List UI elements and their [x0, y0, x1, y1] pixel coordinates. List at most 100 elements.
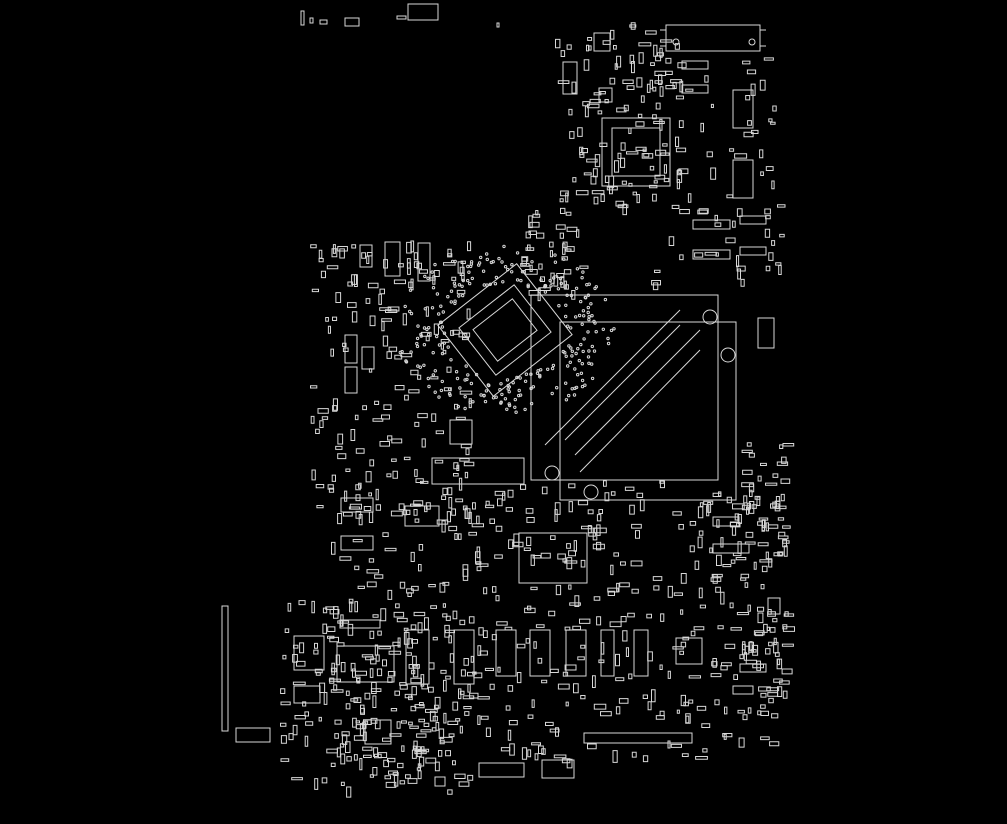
- dimm-slot-upper[interactable]: [733, 90, 753, 198]
- smd-pad: [414, 510, 417, 516]
- smd-pad: [629, 183, 632, 186]
- via: [570, 347, 572, 349]
- smd-pad: [595, 155, 599, 167]
- via: [506, 408, 508, 410]
- bottom-edge-connectors[interactable]: [435, 733, 692, 786]
- smd-pad: [695, 253, 703, 257]
- smd-pad: [643, 149, 646, 151]
- via: [511, 264, 513, 266]
- smd-pad: [782, 457, 787, 463]
- smd-pad: [661, 614, 664, 622]
- smd-pad: [688, 194, 691, 202]
- smd-pad: [566, 193, 568, 202]
- smd-pad: [408, 779, 417, 784]
- smd-pad: [289, 734, 293, 740]
- smd-pad: [414, 612, 425, 615]
- smd-pad: [707, 152, 712, 157]
- smd-pad: [468, 672, 475, 676]
- smd-pad: [446, 751, 451, 756]
- left-side-components[interactable]: [341, 242, 439, 550]
- smd-pad: [392, 439, 402, 443]
- bga-chip-top[interactable]: [602, 118, 670, 186]
- via: [416, 342, 418, 344]
- smd-pad: [367, 570, 379, 573]
- smd-pad: [632, 524, 642, 528]
- smd-pad: [316, 429, 320, 433]
- right-side-components[interactable]: [682, 61, 780, 694]
- smd-pad: [773, 619, 777, 622]
- heatsink-outline[interactable]: [531, 295, 736, 500]
- smd-pad: [390, 734, 401, 737]
- via: [501, 393, 503, 395]
- via: [586, 284, 588, 286]
- smd-pad: [580, 153, 584, 158]
- smd-pad: [539, 264, 542, 269]
- smd-pad: [705, 76, 708, 82]
- smd-pad: [550, 669, 558, 672]
- smd-pad: [485, 668, 493, 670]
- smd-pad: [653, 87, 656, 91]
- smd-pad: [394, 280, 405, 284]
- smd-pad: [735, 154, 747, 158]
- smd-pad: [735, 514, 739, 520]
- smd-pad: [385, 548, 396, 550]
- smd-pad: [758, 607, 764, 611]
- smd-pad: [589, 46, 591, 50]
- smd-pad: [414, 501, 423, 505]
- smd-pad: [526, 639, 529, 644]
- smd-pad: [681, 695, 685, 705]
- smd-pad: [755, 496, 760, 499]
- smd-pad: [594, 197, 598, 204]
- smd-pad: [330, 637, 339, 641]
- smd-pad: [632, 62, 635, 73]
- smd-pad: [366, 299, 370, 304]
- smd-pad: [433, 716, 437, 721]
- smd-pad: [666, 71, 673, 74]
- via: [464, 396, 466, 398]
- smd-pad: [533, 556, 541, 559]
- smd-pad: [769, 642, 773, 646]
- smd-pad: [281, 723, 286, 726]
- top-right-connector[interactable]: [660, 25, 766, 51]
- smd-pad: [759, 687, 771, 691]
- central-ic[interactable]: [519, 533, 587, 583]
- smd-pad: [761, 693, 766, 697]
- smd-pad: [689, 676, 700, 678]
- smd-pad: [581, 560, 585, 567]
- smd-pad: [382, 322, 384, 331]
- cpu-socket[interactable]: [438, 264, 572, 396]
- smd-pad: [549, 611, 555, 616]
- smd-pad: [426, 503, 430, 509]
- via: [431, 271, 433, 273]
- smd-pad: [348, 282, 353, 286]
- via: [504, 266, 506, 268]
- smd-pad: [364, 507, 371, 511]
- via: [447, 346, 449, 348]
- smd-pad: [527, 537, 531, 545]
- smd-pad: [625, 487, 634, 490]
- smd-pad: [506, 508, 512, 512]
- smd-pad: [434, 324, 438, 334]
- left-bottom-components[interactable]: [222, 606, 394, 744]
- via: [593, 350, 595, 352]
- smd-pad: [455, 404, 458, 409]
- via: [518, 394, 520, 396]
- via: [576, 268, 578, 270]
- smd-pad: [767, 627, 769, 630]
- via: [461, 285, 463, 287]
- smd-pad: [783, 541, 790, 544]
- via: [581, 363, 583, 365]
- smd-pad: [622, 181, 626, 184]
- smd-pad: [556, 39, 560, 47]
- via: [490, 261, 492, 263]
- smd-pad: [748, 121, 752, 126]
- smd-pad: [536, 625, 544, 628]
- via: [470, 382, 472, 384]
- smd-pad: [281, 689, 285, 694]
- chipset-bga[interactable]: [432, 420, 524, 484]
- via: [565, 355, 567, 357]
- smd-pad: [550, 251, 552, 257]
- smd-pad: [656, 56, 661, 61]
- via: [441, 326, 443, 328]
